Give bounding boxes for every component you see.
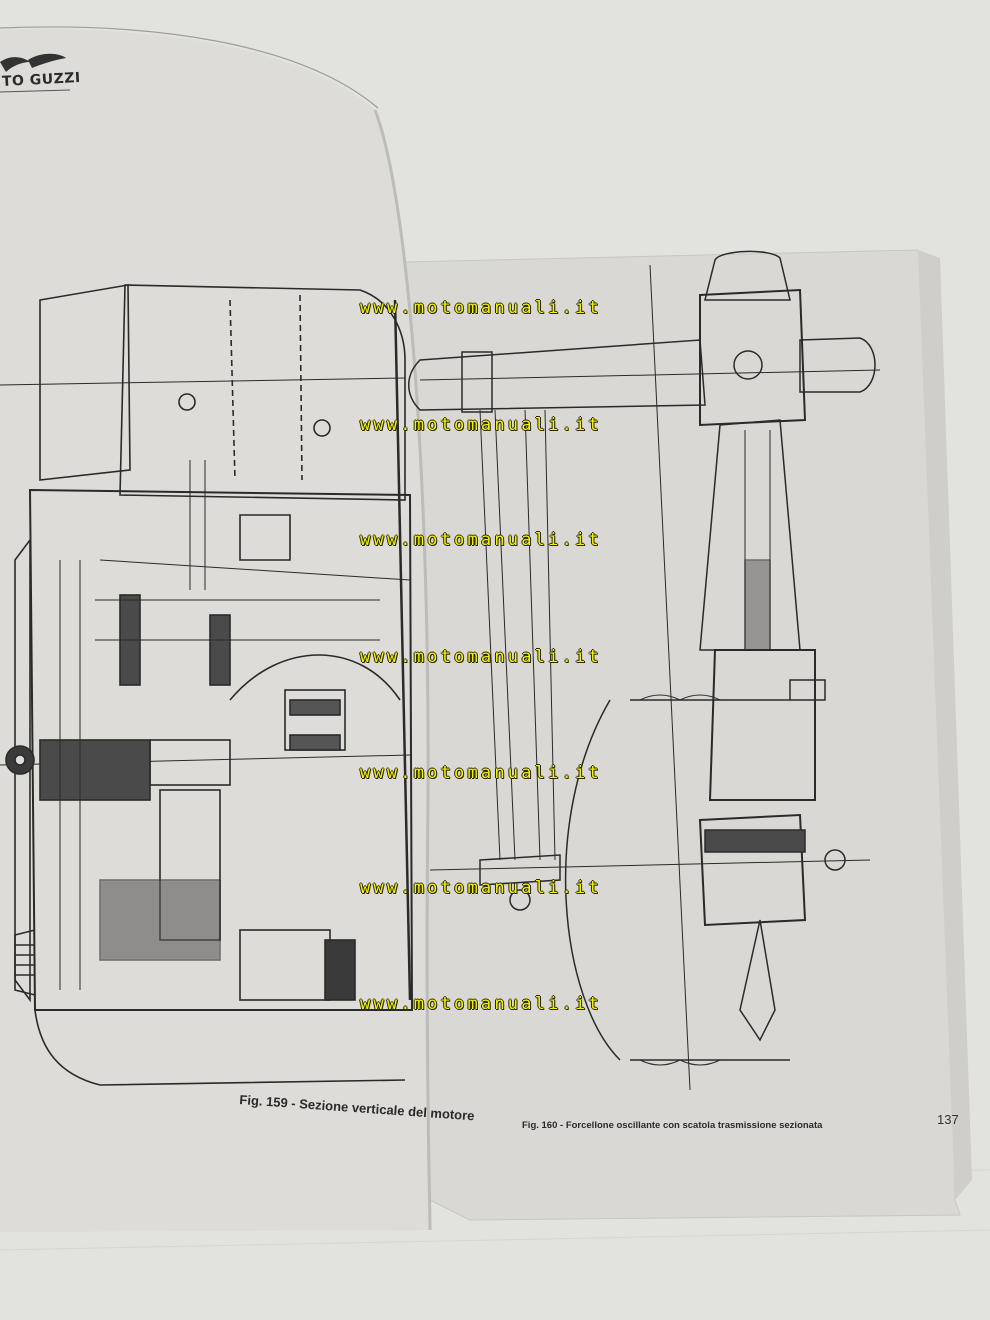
watermark-text: www.motomanuali.it [360, 647, 602, 667]
figure-caption-right: Fig. 160 - Forcellone oscillante con sca… [522, 1120, 823, 1131]
watermark-text: www.motomanuali.it [360, 994, 602, 1014]
watermark-text: www.motomanuali.it [360, 298, 602, 318]
eagle-logo-icon [0, 53, 66, 72]
watermark-text: www.motomanuali.it [360, 415, 602, 435]
watermark-text: www.motomanuali.it [360, 763, 602, 783]
watermark-text: www.motomanuali.it [360, 878, 602, 898]
engine-section-drawing [0, 284, 414, 1086]
watermark-text: www.motomanuali.it [360, 530, 602, 550]
page-number: 137 [937, 1112, 959, 1127]
swingarm-section-drawing [408, 250, 881, 1091]
right-page [404, 249, 961, 1221]
